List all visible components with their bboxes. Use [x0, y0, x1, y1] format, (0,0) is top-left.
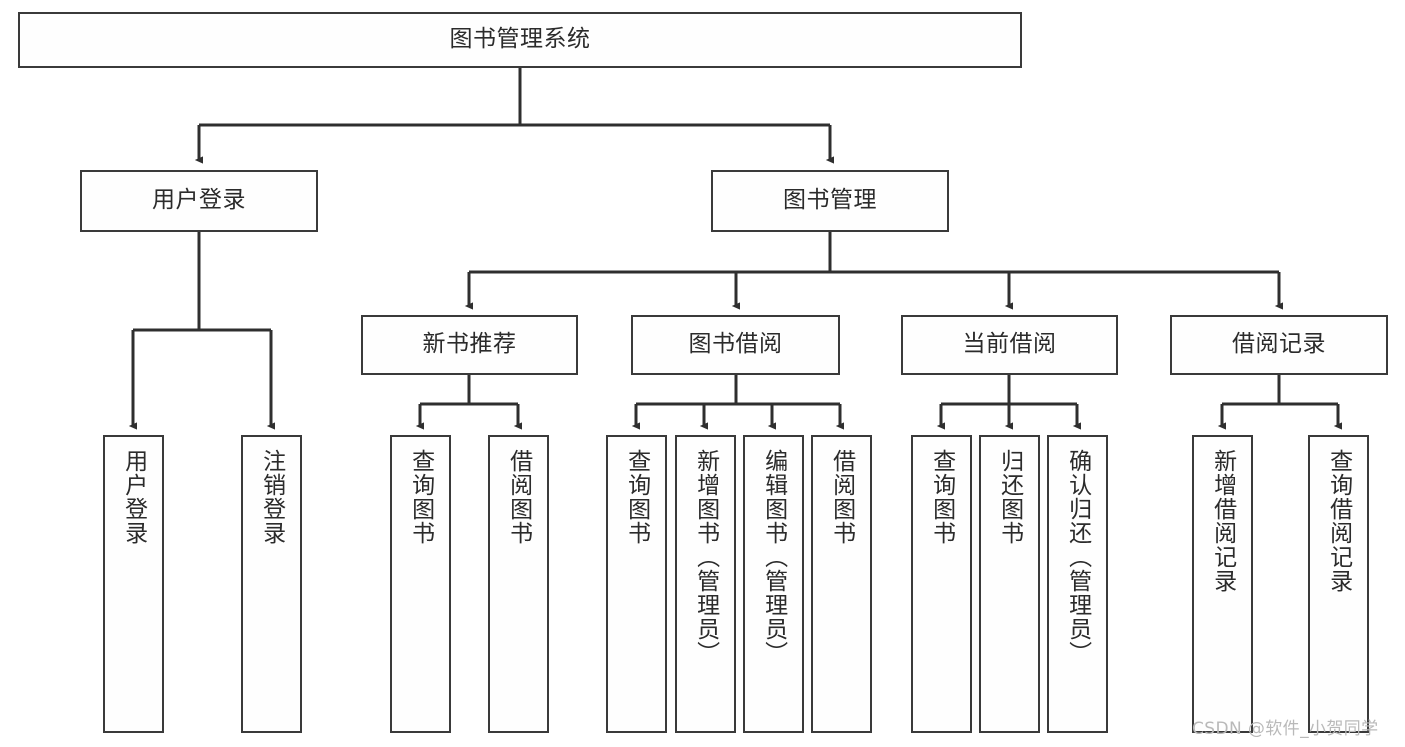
node-label: 新增借阅记录: [1209, 449, 1236, 593]
node-label: 查询图书: [928, 449, 955, 545]
node-label: 归还图书: [996, 449, 1023, 545]
node-label: 确认归还（管理员）: [1064, 449, 1091, 665]
leaf-user-login-login[interactable]: 用户登录: [103, 435, 164, 733]
node-new-book-recommend[interactable]: 新书推荐: [361, 315, 578, 375]
node-label: 查询借阅记录: [1325, 449, 1352, 593]
leaf-book-borrow-query[interactable]: 查询图书: [606, 435, 667, 733]
node-label: 图书管理: [783, 187, 877, 214]
leaf-book-borrow-borrow[interactable]: 借阅图书: [811, 435, 872, 733]
leaf-new-book-query[interactable]: 查询图书: [390, 435, 451, 733]
node-root-system[interactable]: 图书管理系统: [18, 12, 1022, 68]
node-label: 用户登录: [120, 449, 147, 545]
leaf-current-borrow-confirm-return[interactable]: 确认归还（管理员）: [1047, 435, 1108, 733]
node-label: 查询图书: [407, 449, 434, 545]
leaf-borrow-record-add[interactable]: 新增借阅记录: [1192, 435, 1253, 733]
node-label: 新增图书（管理员）: [692, 449, 719, 665]
node-book-management[interactable]: 图书管理: [711, 170, 949, 232]
node-label: 图书管理系统: [449, 26, 591, 53]
leaf-book-borrow-edit[interactable]: 编辑图书（管理员）: [743, 435, 804, 733]
leaf-current-borrow-return[interactable]: 归还图书: [979, 435, 1040, 733]
node-label: 用户登录: [152, 187, 246, 214]
node-label: 借阅图书: [828, 449, 855, 545]
leaf-user-login-logout[interactable]: 注销登录: [241, 435, 302, 733]
csdn-watermark: CSDN @软件_小贺同学: [1192, 719, 1379, 739]
node-label: 编辑图书（管理员）: [760, 449, 787, 665]
leaf-new-book-borrow[interactable]: 借阅图书: [488, 435, 549, 733]
node-label: 注销登录: [258, 449, 285, 545]
leaf-book-borrow-add[interactable]: 新增图书（管理员）: [675, 435, 736, 733]
node-label: 当前借阅: [962, 331, 1057, 358]
node-book-borrow[interactable]: 图书借阅: [631, 315, 840, 375]
node-label: 新书推荐: [422, 331, 517, 358]
node-user-login[interactable]: 用户登录: [80, 170, 318, 232]
node-borrow-record[interactable]: 借阅记录: [1170, 315, 1388, 375]
node-label: 借阅记录: [1232, 331, 1326, 358]
leaf-borrow-record-query[interactable]: 查询借阅记录: [1308, 435, 1369, 733]
node-label: 图书借阅: [688, 331, 783, 358]
leaf-current-borrow-query[interactable]: 查询图书: [911, 435, 972, 733]
node-label: 借阅图书: [505, 449, 532, 545]
node-current-borrow[interactable]: 当前借阅: [901, 315, 1118, 375]
node-label: 查询图书: [623, 449, 650, 545]
